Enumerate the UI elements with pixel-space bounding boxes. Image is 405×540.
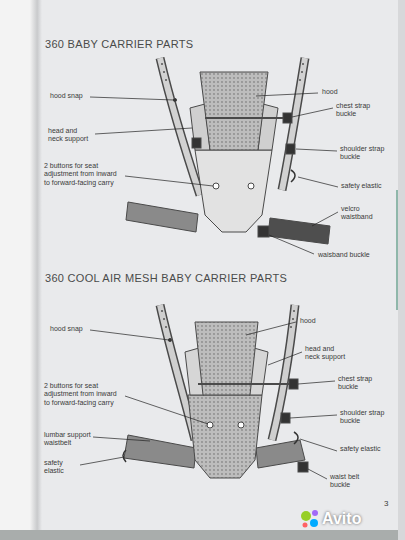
leader-line — [269, 235, 314, 254]
buckle — [289, 379, 298, 389]
leader-line — [125, 396, 208, 424]
seat-button — [207, 422, 213, 428]
seat-button — [213, 183, 219, 189]
waistband — [126, 202, 198, 232]
part-label: chest strap buckle — [338, 375, 384, 392]
leader-line — [256, 93, 318, 96]
seat-button — [248, 183, 254, 189]
part-label: hood — [322, 88, 338, 96]
leader-line — [300, 439, 337, 451]
part-label: waist belt buckle — [330, 473, 375, 490]
safety-elastic — [123, 450, 126, 462]
leader-line — [125, 176, 213, 186]
leader-line — [296, 149, 337, 151]
leader-line — [312, 212, 338, 226]
part-label: shoulder strap buckle — [340, 409, 386, 426]
chest-strap — [198, 383, 290, 385]
buckle — [258, 226, 269, 237]
leader-line — [95, 128, 192, 134]
page-edge-shadow — [398, 0, 405, 540]
carrier-body — [188, 395, 262, 478]
buckle — [286, 144, 295, 154]
part-label: shoulder strap buckle — [340, 145, 386, 162]
carrier-body — [195, 150, 272, 232]
buckle — [298, 462, 308, 472]
leader-line — [298, 381, 335, 384]
part-label: hood snap — [50, 325, 90, 333]
part-label: head and neck support — [48, 127, 92, 144]
part-label: hood — [300, 317, 316, 325]
leader-line — [80, 457, 124, 465]
leader-lines — [80, 93, 338, 479]
page-number: 3 — [384, 499, 388, 509]
section-heading: 360 COOL AIR MESH BABY CARRIER PARTS — [45, 272, 287, 285]
part-label: safety elastic — [341, 182, 391, 190]
shoulder-strap — [282, 58, 305, 190]
part-label: hood snap — [50, 92, 90, 100]
carrier-drawing — [123, 305, 308, 478]
shoulder-strap — [282, 58, 305, 190]
watermark: Avito — [322, 509, 361, 528]
leader-line — [90, 330, 169, 340]
part-label: chest strap buckle — [336, 102, 382, 119]
carrier-drawing — [126, 58, 330, 244]
part-label: safety elastic — [340, 445, 390, 453]
part-label: head and neck support — [305, 345, 349, 362]
seat-button — [238, 422, 244, 428]
chest-strap — [205, 117, 284, 119]
section-heading: 360 BABY CARRIER PARTS — [45, 38, 193, 51]
buckle — [283, 113, 292, 123]
part-label: waisband buckle — [318, 251, 370, 259]
part-label: 2 buttons for seat adjustment from inwar… — [44, 382, 122, 407]
leader-line — [246, 322, 296, 335]
buckle — [192, 138, 201, 148]
facing-page — [0, 0, 32, 540]
velcro-waistband — [268, 218, 330, 244]
part-label: 2 buttons for seat adjustment from inwar… — [44, 162, 122, 187]
leader-line — [268, 352, 302, 365]
leader-line — [308, 469, 327, 479]
hood — [200, 72, 268, 150]
part-label: lumbar support waistbelt — [44, 431, 92, 448]
leader-line — [290, 415, 337, 418]
leader-line — [298, 177, 338, 187]
leader-line — [93, 437, 150, 441]
page-fold — [30, 0, 42, 540]
safety-elastic — [291, 170, 295, 182]
part-label: safety elastic — [44, 459, 78, 476]
fabric-edge — [0, 530, 405, 540]
safety-elastic — [294, 432, 298, 444]
watermark-icon — [301, 510, 318, 528]
part-label: velcro waistband — [341, 205, 383, 222]
leader-line — [292, 108, 333, 117]
leader-line — [90, 97, 174, 100]
buckle — [281, 413, 290, 423]
